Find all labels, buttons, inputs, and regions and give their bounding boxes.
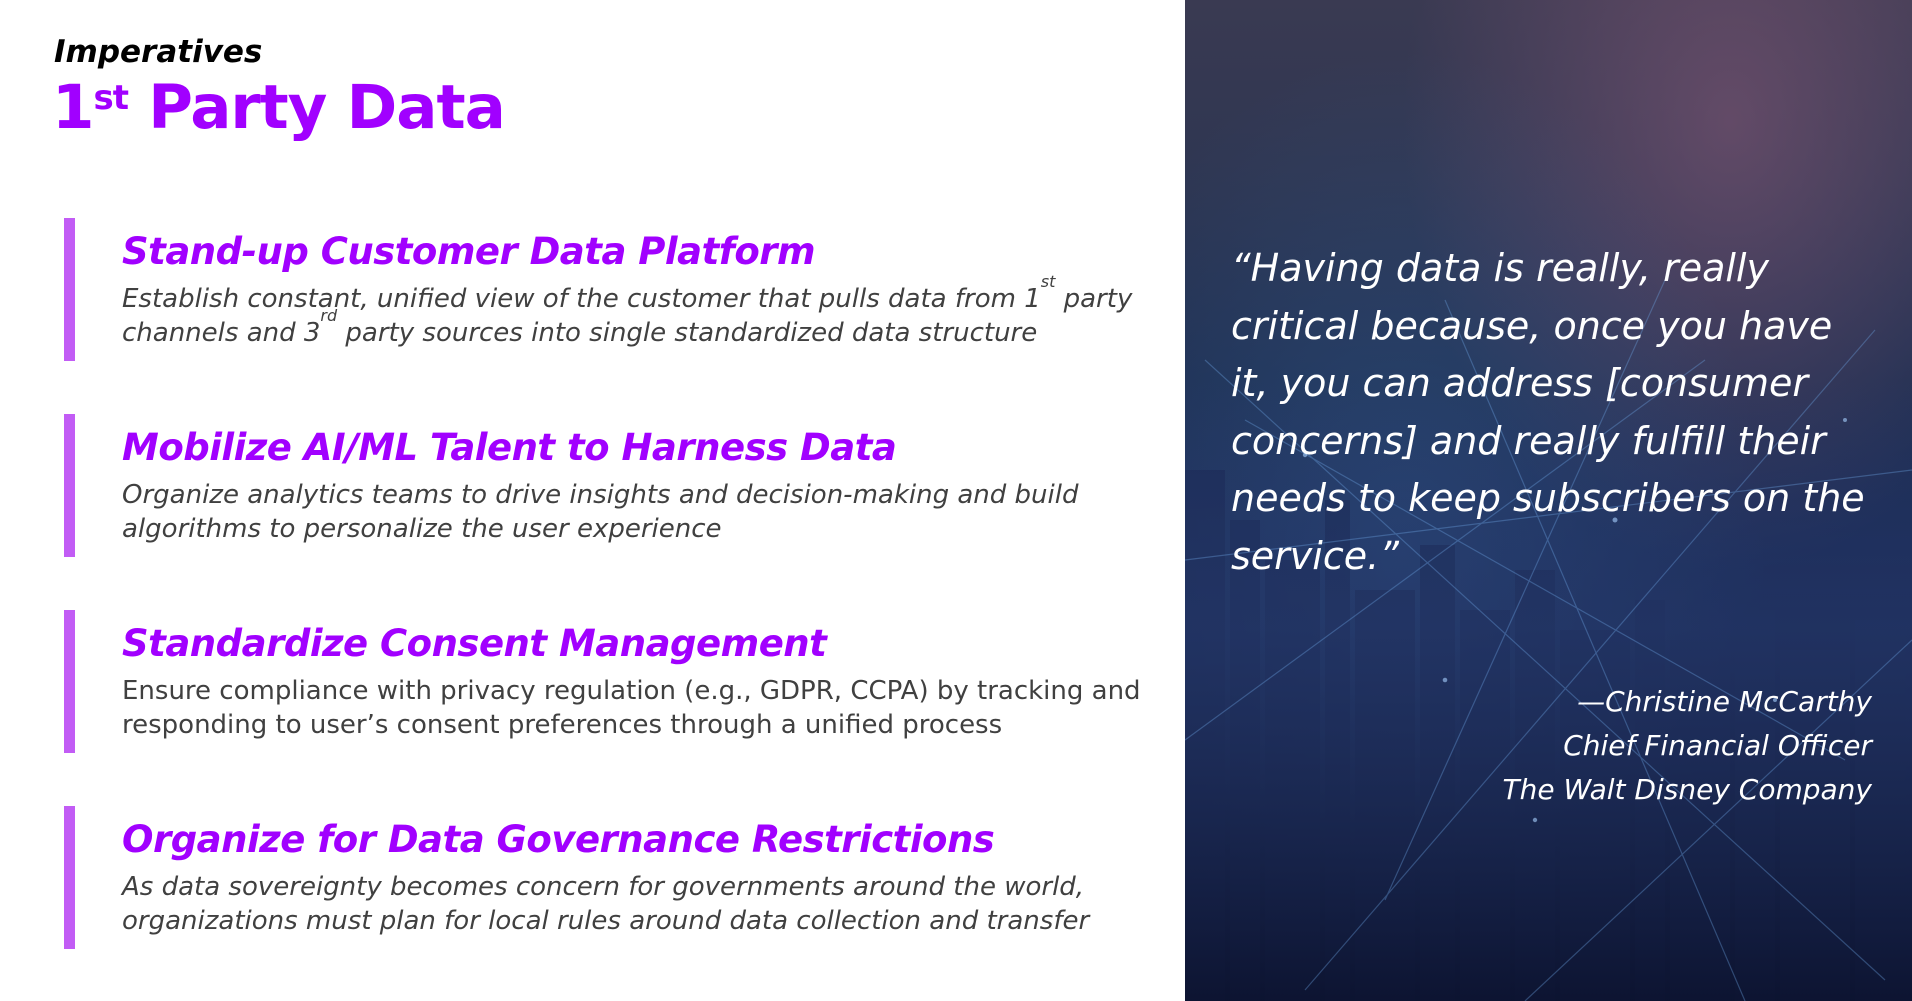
imperative-description: Ensure compliance with privacy regulatio… [122, 676, 1141, 740]
accent-bar [64, 806, 75, 949]
quote-author-company: The Walt Disney Company [1502, 773, 1872, 806]
quote-text: “Having data is really, really critical … [1231, 246, 1865, 578]
quote-author-role: Chief Financial Officer [1563, 729, 1872, 762]
imperative-title: Stand-up Customer Data Platform [122, 230, 816, 273]
description-text: party channels and 3 [122, 284, 1133, 348]
accent-bar [64, 218, 75, 361]
imperative-title: Mobilize AI/ML Talent to Harness Data [122, 426, 897, 469]
page-title-ordinal: st [93, 78, 128, 118]
city-network-background [1185, 0, 1912, 1001]
content-panel: Imperatives 1st Party Data Stand-up Cust… [52, 34, 1164, 949]
page-title-number: 1 [52, 72, 94, 143]
imperative-item: Organize for Data Governance Restriction… [64, 806, 1164, 949]
description-text: party sources into single standardized d… [337, 318, 1038, 348]
imperative-item: Mobilize AI/ML Talent to Harness Data Or… [64, 414, 1164, 557]
imperative-description: Organize analytics teams to drive insigh… [122, 480, 1079, 544]
imperative-item: Standardize Consent Management Ensure co… [64, 610, 1164, 753]
ordinal-suffix: rd [320, 306, 338, 326]
accent-bar [64, 610, 75, 753]
section-kicker: Imperatives [54, 34, 263, 70]
imperative-description: As data sovereignty becomes concern for … [122, 872, 1090, 936]
quote-panel: “Having data is really, really critical … [1185, 0, 1912, 1001]
ordinal-suffix: st [1040, 272, 1056, 292]
imperative-title: Standardize Consent Management [122, 622, 827, 665]
quote-author: —Christine McCarthy [1577, 685, 1872, 718]
page-title: 1st Party Data [52, 72, 506, 143]
accent-bar [64, 414, 75, 557]
quote-attribution: —Christine McCarthy Chief Financial Offi… [1232, 680, 1872, 812]
imperative-item: Stand-up Customer Data Platform Establis… [64, 218, 1164, 361]
imperative-title: Organize for Data Governance Restriction… [122, 818, 995, 861]
imperative-description: Establish constant, unified view of the … [122, 274, 1182, 350]
description-text: Establish constant, unified view of the … [122, 284, 1041, 314]
page-title-rest: Party Data [127, 72, 506, 143]
